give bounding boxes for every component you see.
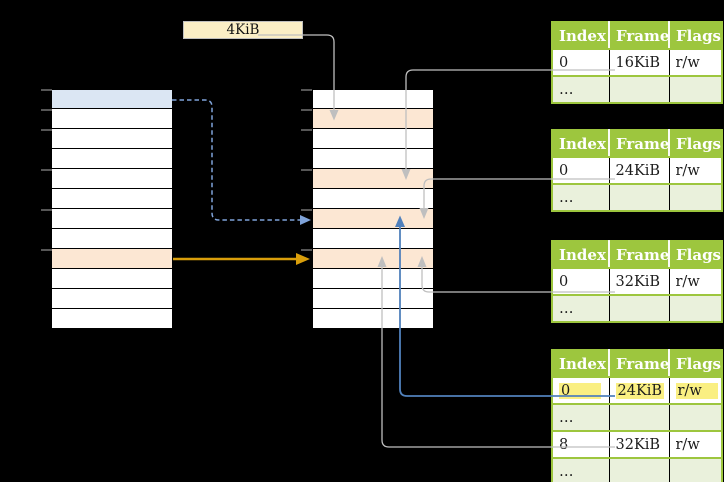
- table-cell: 24KiB: [609, 156, 670, 184]
- memory-cell-white: [313, 289, 433, 309]
- memory-cell-white: [52, 269, 172, 289]
- memory-cell-orange: [313, 209, 433, 229]
- column-header: Frame: [609, 130, 670, 158]
- arrow-virtual-page-dashed: [172, 99, 311, 225]
- table-cell: …: [552, 75, 610, 103]
- table-row: …: [552, 457, 723, 482]
- memory-cell-white: [52, 289, 172, 309]
- table-cell: r/w: [669, 267, 723, 295]
- highlighted-value: 0: [559, 382, 601, 399]
- virtual-memory-column: [52, 89, 172, 329]
- memory-cell-white: [52, 309, 172, 329]
- arrow-virtual-page-orange: [173, 253, 310, 265]
- table-cell: [669, 183, 723, 211]
- column-header: Flags: [669, 350, 723, 378]
- table-row: …: [552, 294, 723, 322]
- table-cell: 0: [552, 267, 610, 295]
- column-header: Index: [552, 130, 610, 158]
- page-size-label-text: 4KiB: [226, 22, 260, 38]
- memory-cell-white: [52, 189, 172, 209]
- page-size-label: 4KiB: [183, 21, 303, 39]
- table-cell: 0: [552, 48, 610, 76]
- memory-cell-white: [52, 149, 172, 169]
- column-header: Index: [552, 241, 610, 269]
- table-cell: r/w: [669, 430, 723, 458]
- column-header: Flags: [669, 130, 723, 158]
- table-cell: 32KiB: [609, 430, 670, 458]
- table-cell: [669, 75, 723, 103]
- table-row: …: [552, 75, 723, 103]
- table-row: 0 24KiB r/w: [552, 376, 723, 404]
- table-cell: 0: [552, 376, 610, 404]
- highlighted-value: r/w: [675, 382, 718, 399]
- memory-cell-orange: [313, 169, 433, 189]
- physical-memory-column: [313, 89, 433, 329]
- table-cell: r/w: [669, 156, 723, 184]
- memory-cell-white: [313, 309, 433, 329]
- table-cell: 32KiB: [609, 267, 670, 295]
- table-cell: [609, 294, 670, 322]
- table-cell: 8: [552, 430, 610, 458]
- table-cell: 0: [552, 156, 610, 184]
- column-header: Flags: [669, 22, 723, 50]
- table-cell: r/w: [669, 376, 723, 404]
- memory-cell-white: [52, 129, 172, 149]
- memory-cell-orange: [52, 249, 172, 269]
- memory-cell-white: [52, 209, 172, 229]
- table-cell: [669, 294, 723, 322]
- column-header: Index: [552, 350, 610, 378]
- table-cell: [609, 403, 670, 431]
- table-cell: [609, 75, 670, 103]
- arrowhead: [300, 215, 311, 225]
- table-cell: …: [552, 403, 610, 431]
- column-header: Frame: [609, 350, 670, 378]
- memory-cell-white: [313, 149, 433, 169]
- table-cell: 24KiB: [609, 376, 670, 404]
- memory-cell-white: [52, 109, 172, 129]
- table-row: …: [552, 183, 723, 211]
- memory-cell-white: [313, 189, 433, 209]
- table-cell: r/w: [669, 48, 723, 76]
- memory-cell-white: [313, 229, 433, 249]
- table-cell: …: [552, 294, 610, 322]
- table-row: …: [552, 403, 723, 431]
- memory-cell-white: [52, 229, 172, 249]
- highlighted-value: 24KiB: [615, 382, 665, 399]
- memory-cell-orange: [313, 249, 433, 269]
- table-cell: [669, 403, 723, 431]
- column-header: Frame: [609, 241, 670, 269]
- memory-cell-blue: [52, 89, 172, 109]
- table-cell: …: [552, 183, 610, 211]
- memory-cell-white: [313, 129, 433, 149]
- table-cell: [609, 183, 670, 211]
- memory-cell-orange: [313, 109, 433, 129]
- table-cell: [609, 457, 670, 482]
- column-header: Flags: [669, 241, 723, 269]
- table-cell: 16KiB: [609, 48, 670, 76]
- column-header: Index: [552, 22, 610, 50]
- table-cell: [669, 457, 723, 482]
- column-header: Frame: [609, 22, 670, 50]
- memory-cell-white: [313, 89, 433, 109]
- table-cell: …: [552, 457, 610, 482]
- memory-cell-white: [313, 269, 433, 289]
- arrowhead: [296, 253, 310, 265]
- memory-cell-white: [52, 169, 172, 189]
